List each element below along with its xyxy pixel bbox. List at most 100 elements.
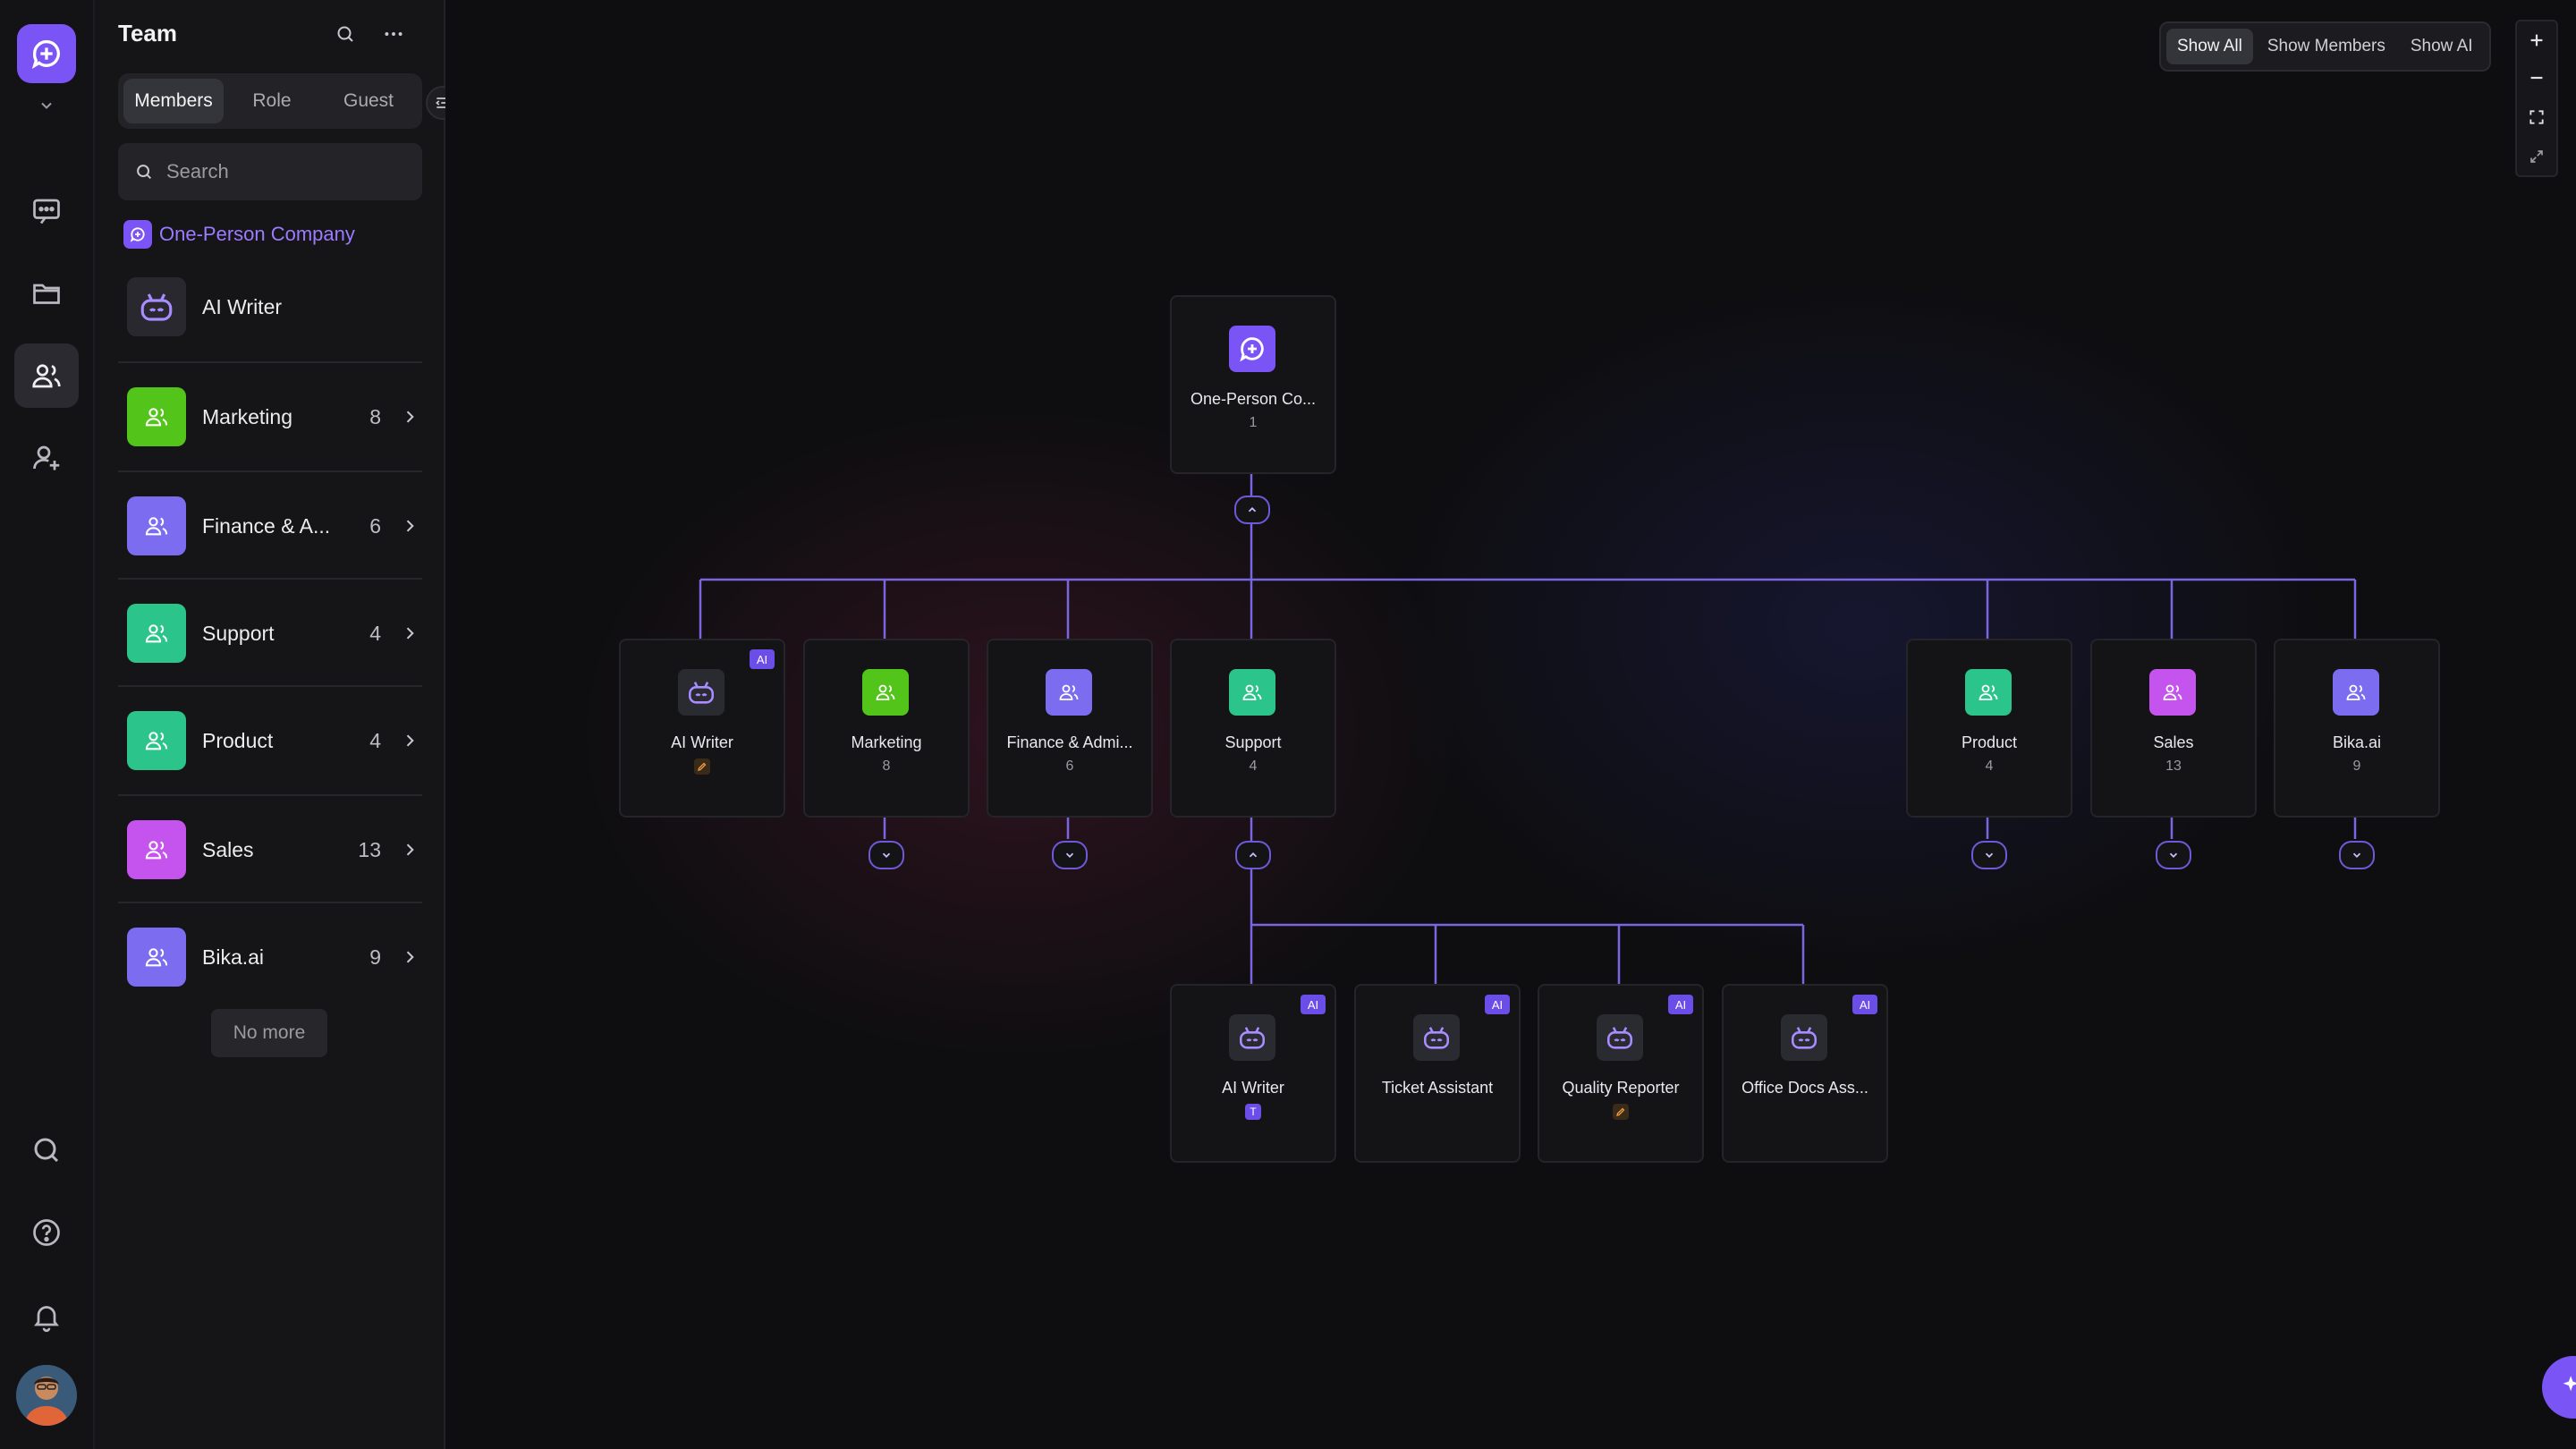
collapse-toggle-support[interactable]: [1235, 841, 1271, 869]
bell-icon[interactable]: [14, 1284, 79, 1349]
tab-guest[interactable]: Guest: [343, 90, 394, 111]
org-node-bika[interactable]: Bika.ai 9: [2274, 639, 2440, 818]
team-icon: [2149, 669, 2196, 716]
filter-show-all[interactable]: Show All: [2166, 29, 2253, 64]
fullscreen-icon[interactable]: [2517, 138, 2556, 175]
add-user-icon[interactable]: [14, 426, 79, 490]
team-count: 8: [369, 404, 381, 428]
team-panel: Team Members Role Guest One-Person Compa…: [95, 0, 445, 1449]
search-icon: [134, 162, 154, 182]
zoom-in-icon[interactable]: [2517, 21, 2556, 59]
list-item-finance[interactable]: Finance & A... 6: [118, 470, 422, 580]
org-node-marketing[interactable]: Marketing 8: [803, 639, 970, 818]
search-icon[interactable]: [331, 20, 360, 48]
tag-t-badge: T: [1245, 1104, 1261, 1120]
ai-badge: AI: [1852, 995, 1877, 1014]
team-icon: [862, 669, 909, 716]
team-icon: [127, 496, 186, 555]
team-count: 9: [369, 945, 381, 969]
list-item-label: AI Writer: [202, 294, 283, 318]
user-avatar[interactable]: [16, 1365, 77, 1426]
node-count: 6: [1065, 758, 1074, 774]
list-item-product[interactable]: Product 4: [118, 685, 422, 794]
org-node-sales[interactable]: Sales 13: [2090, 639, 2257, 818]
chevron-right-icon: [399, 839, 420, 860]
node-name: AI Writer: [1222, 1079, 1284, 1097]
org-node-ai-writer[interactable]: AI AI Writer: [619, 639, 785, 818]
node-name: Marketing: [851, 733, 922, 751]
help-icon[interactable]: [14, 1200, 79, 1265]
list-item-support[interactable]: Support 4: [118, 578, 422, 687]
team-icon: [127, 387, 186, 446]
robot-icon: [678, 669, 724, 716]
list-item-bika[interactable]: Bika.ai 9: [118, 902, 422, 1011]
list-item-sales[interactable]: Sales 13: [118, 794, 422, 903]
fit-view-icon[interactable]: [2517, 98, 2556, 136]
org-node-ticket-assistant[interactable]: AI Ticket Assistant: [1354, 984, 1521, 1163]
more-options-icon[interactable]: [379, 20, 408, 48]
folder-icon[interactable]: [14, 261, 79, 326]
team-name: Support: [202, 621, 275, 645]
node-name: One-Person Co...: [1190, 390, 1317, 408]
org-node-quality-reporter[interactable]: AI Quality Reporter: [1538, 984, 1704, 1163]
expand-toggle-bika[interactable]: [2339, 841, 2375, 869]
team-name: Marketing: [202, 404, 292, 428]
company-icon: [123, 220, 152, 249]
node-name: Finance & Admi...: [1006, 733, 1133, 751]
team-name: Finance & A...: [202, 513, 331, 538]
node-name: Product: [1961, 733, 2018, 751]
expand-toggle-product[interactable]: [1971, 841, 2007, 869]
filter-show-members[interactable]: Show Members: [2267, 37, 2385, 55]
node-count: 1: [1249, 415, 1258, 430]
search-icon[interactable]: [14, 1118, 79, 1182]
expand-toggle-finance[interactable]: [1052, 841, 1088, 869]
team-count: 6: [369, 513, 381, 538]
app-logo-icon[interactable]: [17, 24, 76, 83]
ai-badge: AI: [1301, 995, 1326, 1014]
zoom-out-icon[interactable]: [2517, 59, 2556, 97]
expand-toggle-marketing[interactable]: [869, 841, 904, 869]
chat-icon[interactable]: [14, 179, 79, 243]
team-name: Sales: [202, 837, 254, 861]
search-box: [118, 143, 422, 200]
list-item-ai-writer[interactable]: AI Writer: [127, 277, 422, 336]
tab-members[interactable]: Members: [123, 79, 224, 123]
ai-badge: AI: [750, 649, 775, 669]
tab-role[interactable]: Role: [252, 90, 292, 111]
left-rail: [0, 0, 95, 1449]
expand-toggle-sales[interactable]: [2156, 841, 2191, 869]
filter-show-ai[interactable]: Show AI: [2410, 37, 2473, 55]
robot-icon: [1597, 1014, 1643, 1061]
search-input[interactable]: [165, 159, 401, 184]
company-icon: [1229, 326, 1275, 372]
no-more-label: No more: [211, 1009, 327, 1057]
node-count: 9: [2352, 758, 2361, 774]
node-name: AI Writer: [671, 733, 733, 751]
team-name: Bika.ai: [202, 945, 265, 969]
team-icon: [1229, 669, 1275, 716]
node-name: Ticket Assistant: [1381, 1079, 1494, 1097]
team-icon: [127, 711, 186, 770]
robot-icon: [1781, 1014, 1827, 1061]
zoom-controls: [2515, 20, 2558, 177]
ai-badge: AI: [1668, 995, 1693, 1014]
chevron-down-icon[interactable]: [34, 93, 59, 118]
node-name: Sales: [2153, 733, 2194, 751]
collapse-toggle-root[interactable]: [1234, 496, 1270, 524]
org-node-office-docs-assistant[interactable]: AI Office Docs Ass...: [1722, 984, 1888, 1163]
org-node-support[interactable]: Support 4: [1170, 639, 1336, 818]
robot-icon: [1413, 1014, 1460, 1061]
node-count: 4: [1985, 758, 1994, 774]
team-icon[interactable]: [14, 343, 79, 408]
list-item-marketing[interactable]: Marketing 8: [118, 361, 422, 470]
team-name: Product: [202, 728, 274, 752]
node-name: Office Docs Ass...: [1741, 1079, 1868, 1097]
org-node-product[interactable]: Product 4: [1906, 639, 2072, 818]
robot-icon: [127, 277, 186, 336]
pencil-icon: [1613, 1104, 1629, 1120]
company-link[interactable]: One-Person Company: [123, 220, 355, 249]
org-node-root[interactable]: One-Person Co... 1: [1170, 295, 1336, 474]
org-node-support-ai-writer[interactable]: AI AI Writer T: [1170, 984, 1336, 1163]
org-node-finance[interactable]: Finance & Admi... 6: [987, 639, 1153, 818]
